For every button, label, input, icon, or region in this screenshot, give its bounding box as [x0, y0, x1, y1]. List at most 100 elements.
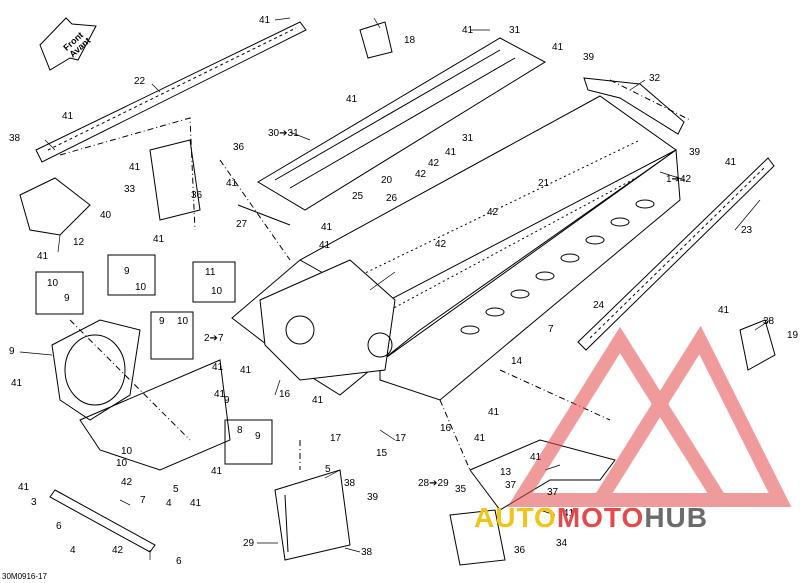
hardware-box-5 [224, 419, 273, 465]
callout-label: 38 [9, 133, 21, 144]
callout-label: 41 [226, 178, 238, 189]
callout-label: 41 [18, 482, 30, 493]
callout-label: 9 [9, 346, 15, 357]
callout-label: 11 [205, 267, 216, 278]
callout-label: 25 [352, 191, 364, 202]
callout-label: 35 [455, 484, 467, 495]
callout-label: 39 [689, 147, 701, 158]
callout-label: 41 [259, 15, 271, 26]
callout-label: 10 [116, 458, 128, 469]
callout-label: 5 [325, 464, 331, 475]
callout-label: 26 [386, 193, 398, 204]
watermark-part-hub: HUB [644, 502, 708, 533]
callout-label: 41 [312, 395, 324, 406]
lower-frame [79, 359, 231, 471]
callout-label: 42 [415, 169, 427, 180]
callout-label: 39 [583, 52, 595, 63]
callout-label: 41 [718, 305, 730, 316]
watermark-part-moto: MOTO [556, 502, 645, 533]
callout-label: 10 [211, 286, 223, 297]
callout-label: 20 [381, 175, 393, 186]
callout-label: 21 [538, 178, 550, 189]
callout-label: 23 [741, 225, 753, 236]
callout-label: 36 [514, 545, 526, 556]
callout-label: 9 [64, 293, 70, 304]
callout-label: 22 [134, 76, 146, 87]
callout-label: 37 [505, 480, 517, 491]
front-left-bracket [19, 177, 91, 236]
callout-label: 41 [240, 365, 252, 376]
mounting-plate [449, 509, 506, 566]
callout-label: 41 [319, 240, 331, 251]
callout-label: 31 [462, 133, 474, 144]
callout-label: 16 [440, 423, 452, 434]
callout-label: 24 [593, 300, 605, 311]
callout-label: 10 [135, 282, 147, 293]
callout-label: 42 [435, 239, 447, 250]
callout-label: 42 [121, 477, 133, 488]
callout-label: 12 [73, 237, 85, 248]
callout-label: 41 [212, 362, 224, 373]
callout-label: 38 [344, 478, 356, 489]
callout-label: 16 [279, 389, 291, 400]
callout-label: 41 [563, 508, 575, 519]
callout-label: 9 [124, 266, 130, 277]
callout-label: 9 [224, 395, 230, 406]
callout-label: 2➔7 [204, 333, 224, 344]
callout-label: 6 [56, 521, 62, 532]
callout-label: 3 [31, 497, 37, 508]
hardware-box-3 [192, 261, 236, 303]
callout-label: 6 [176, 556, 182, 567]
callout-label: 9 [159, 316, 165, 327]
callout-label: 15 [376, 448, 388, 459]
front-arrow-shape [39, 17, 97, 71]
callout-label: 32 [649, 73, 661, 84]
callout-label: 13 [500, 467, 512, 478]
watermark-logo-text: AUTOMOTOHUB [474, 503, 708, 533]
callout-label: 28➔29 [418, 478, 449, 489]
bracket-left [149, 139, 201, 221]
callout-label: 41 [11, 378, 23, 389]
callout-label: 7 [548, 324, 554, 335]
callout-label: 19 [787, 330, 799, 341]
callout-label: 41 [474, 433, 486, 444]
callout-label: 4 [70, 545, 76, 556]
callout-label: 41 [488, 407, 500, 418]
callout-label: 38 [361, 547, 373, 558]
callout-label: 42 [112, 545, 124, 556]
callout-label: 41 [346, 94, 358, 105]
hardware-box-1 [35, 271, 84, 315]
small-bracket-right [739, 319, 776, 371]
callout-label: 29 [243, 538, 255, 549]
callout-label: 14 [511, 356, 523, 367]
callout-label: 9 [255, 431, 261, 442]
callout-label: 41 [445, 147, 457, 158]
callout-label: 36 [191, 190, 203, 201]
diagram-code: 30M0916-17 [2, 572, 47, 581]
tunnel-holes [460, 199, 655, 335]
callout-label: 41 [725, 157, 737, 168]
callout-label: 41 [321, 222, 333, 233]
callout-label: 40 [100, 210, 112, 221]
callout-label: 27 [236, 219, 248, 230]
hardware-box-2 [107, 254, 156, 296]
callout-label: 34 [556, 538, 568, 549]
rear-bracket [583, 77, 685, 135]
watermark-part-auto: AUTO [474, 502, 557, 533]
front-bulkhead [259, 259, 396, 381]
side-rail-left [35, 21, 307, 163]
callout-label: 17 [330, 433, 342, 444]
heat-exchanger [274, 469, 351, 561]
callout-label: 41 [37, 251, 49, 262]
callout-label: 8 [237, 425, 243, 436]
callout-label: 17 [395, 433, 407, 444]
callout-label: 41 [129, 162, 141, 173]
callout-label: 10 [121, 446, 133, 457]
callout-label: 31 [509, 25, 521, 36]
rod [237, 204, 291, 226]
small-bracket-top [359, 21, 393, 59]
callout-label: 33 [124, 184, 136, 195]
tunnel-side-panel [379, 149, 681, 401]
callout-label: 30➔31 [268, 128, 299, 139]
